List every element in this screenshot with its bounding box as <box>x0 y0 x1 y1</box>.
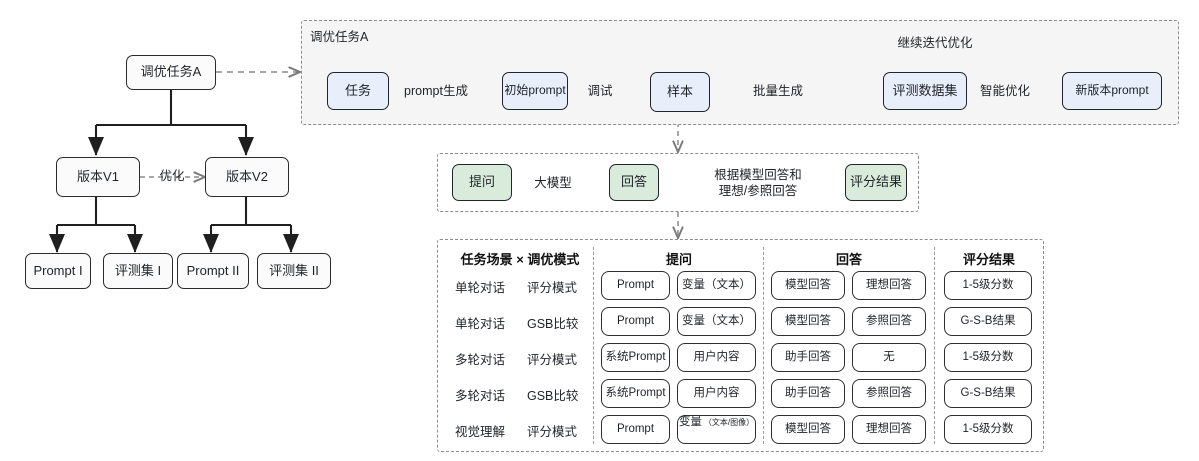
edge-label-optimize: 优化 <box>159 169 185 183</box>
edge-label-iterate: 继续迭代优化 <box>897 36 973 50</box>
cell-question-2[interactable]: 用户内容 <box>677 379 756 408</box>
header-answer: 回答 <box>835 252 862 267</box>
cell-answer-2[interactable]: 理想回答 <box>852 271 926 300</box>
node-new-prompt[interactable]: 新版本prompt <box>1062 72 1162 110</box>
cell-answer-1[interactable]: 模型回答 <box>771 307 845 336</box>
header-question: 提问 <box>665 252 692 267</box>
task-panel <box>301 20 1179 125</box>
node-answer[interactable]: 回答 <box>609 164 659 201</box>
row-mode: 评分模式 <box>527 281 578 295</box>
cell-answer-1[interactable]: 助手回答 <box>771 343 845 372</box>
cell-question-1[interactable]: Prompt <box>601 307 670 336</box>
row-scenario: 单轮对话 <box>455 317 506 331</box>
header-score: 评分结果 <box>962 252 1015 267</box>
cell-answer-1[interactable]: 模型回答 <box>771 271 845 300</box>
node-version-v2[interactable]: 版本V2 <box>205 157 289 197</box>
column-divider-1 <box>593 247 594 444</box>
cell-question-2[interactable]: 变量 （文本/图像） <box>677 415 756 444</box>
edge-label-prompt-gen: prompt生成 <box>404 84 468 98</box>
edge-label-debug: 调试 <box>587 84 613 98</box>
node-evalset-2[interactable]: 评测集 II <box>257 253 331 289</box>
node-prompt-1[interactable]: Prompt I <box>25 253 91 289</box>
cell-score[interactable]: 1-5级分数 <box>944 343 1032 372</box>
cell-question-2[interactable]: 变量（文本） <box>677 307 756 336</box>
cell-score[interactable]: G-S-B结果 <box>944 307 1032 336</box>
cell-score[interactable]: G-S-B结果 <box>944 379 1032 408</box>
cell-question-2[interactable]: 变量（文本） <box>677 271 756 300</box>
cell-question-1[interactable]: 系统Prompt <box>601 379 670 408</box>
edge-label-basis-line2: 理想/参照回答 <box>718 184 798 198</box>
cell-question-2-main: 变量 <box>678 416 702 428</box>
cell-answer-2[interactable]: 参照回答 <box>852 379 926 408</box>
node-task[interactable]: 任务 <box>327 72 389 110</box>
node-sample[interactable]: 样本 <box>650 72 710 112</box>
cell-question-2-note: （文本/图像） <box>703 418 755 427</box>
cell-question-1[interactable]: 系统Prompt <box>601 343 670 372</box>
node-eval-dataset[interactable]: 评测数据集 <box>883 72 967 110</box>
node-root-task[interactable]: 调优任务A <box>126 55 216 90</box>
header-scenario-mode: 任务场景 × 调优模式 <box>460 252 580 267</box>
task-panel-title: 调优任务A <box>310 30 369 44</box>
edge-label-basis-line1: 根据模型回答和 <box>714 168 802 182</box>
row-mode: GSB比较 <box>527 317 579 331</box>
row-mode: 评分模式 <box>527 353 578 367</box>
column-divider-2 <box>763 247 764 444</box>
cell-question-2[interactable]: 用户内容 <box>677 343 756 372</box>
node-evalset-1[interactable]: 评测集 I <box>103 253 173 289</box>
cell-answer-1[interactable]: 助手回答 <box>771 379 845 408</box>
column-divider-3 <box>934 247 935 444</box>
row-mode: GSB比较 <box>527 389 579 403</box>
cell-answer-2[interactable]: 无 <box>852 343 926 372</box>
node-version-v1[interactable]: 版本V1 <box>56 157 140 197</box>
eval-panel <box>437 153 919 212</box>
cell-answer-2[interactable]: 理想回答 <box>852 415 926 444</box>
edge-label-batch-gen: 批量生成 <box>752 84 803 98</box>
edge-label-smart-opt: 智能优化 <box>979 84 1030 98</box>
edge-label-big-model: 大模型 <box>534 176 572 190</box>
row-scenario: 多轮对话 <box>455 389 506 403</box>
row-scenario: 单轮对话 <box>455 281 506 295</box>
node-score-result[interactable]: 评分结果 <box>845 164 907 201</box>
node-question[interactable]: 提问 <box>452 164 512 201</box>
cell-answer-2[interactable]: 参照回答 <box>852 307 926 336</box>
cell-question-1[interactable]: Prompt <box>601 415 670 444</box>
cell-question-1[interactable]: Prompt <box>601 271 670 300</box>
row-scenario: 视觉理解 <box>455 425 506 439</box>
cell-answer-1[interactable]: 模型回答 <box>771 415 845 444</box>
node-prompt-2[interactable]: Prompt II <box>177 253 249 289</box>
cell-score[interactable]: 1-5级分数 <box>944 415 1032 444</box>
cell-score[interactable]: 1-5级分数 <box>944 271 1032 300</box>
row-scenario: 多轮对话 <box>455 353 506 367</box>
node-initial-prompt[interactable]: 初始prompt <box>502 72 568 110</box>
row-mode: 评分模式 <box>527 425 578 439</box>
